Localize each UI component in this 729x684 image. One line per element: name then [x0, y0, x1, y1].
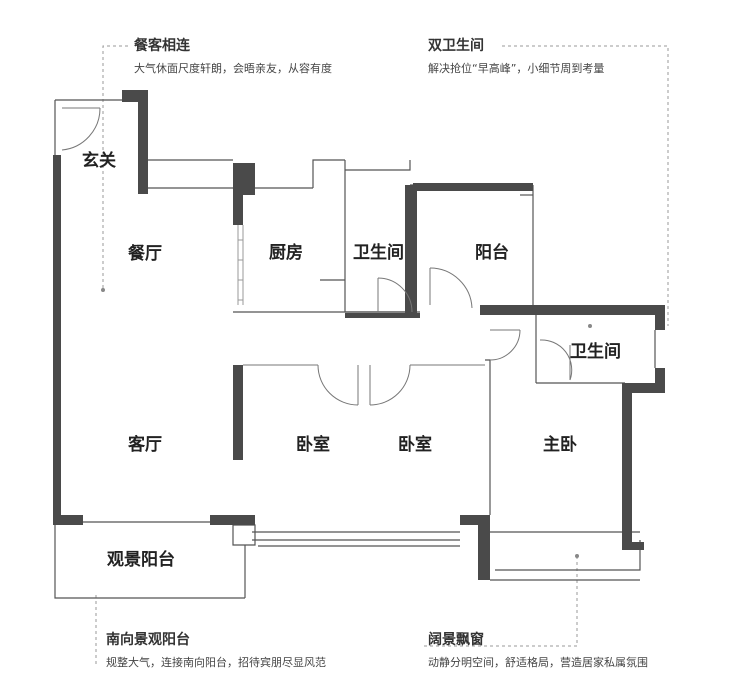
room-living-label: 客厅	[127, 434, 162, 455]
room-bath1-label: 卫生间	[353, 242, 404, 263]
anno-bath-title: 双卫生间	[428, 37, 484, 54]
kitchen-cabinet	[237, 225, 244, 305]
room-labels: 玄关 餐厅 厨房 卫生间 阳台 客厅 卧室 卧室 主卧 卫生间 观景阳台	[82, 150, 621, 570]
annotations: 餐客相连 大气休面尺度轩朗，会晤亲友，从容有度 双卫生间 解决抢位“早高峰”，小…	[106, 37, 648, 669]
room-bedroom1-label: 卧室	[296, 434, 330, 455]
room-foyer-label: 玄关	[82, 150, 116, 171]
anno-window-desc: 动静分明空间，舒适格局，营造居家私属氛围	[428, 655, 648, 669]
anno-dining-title: 餐客相连	[133, 37, 191, 54]
room-dining-label: 餐厅	[128, 243, 162, 264]
anno-dining-desc: 大气休面尺度轩朗，会晤亲友，从容有度	[134, 61, 332, 75]
anno-window-title: 阔景飘窗	[428, 631, 484, 648]
room-kitchen-label: 厨房	[269, 242, 303, 263]
anno-south-desc: 规整大气，连接南向阳台，招待宾朋尽显风范	[106, 655, 326, 669]
leader-dots	[101, 288, 592, 558]
room-balcony-label: 阳台	[475, 242, 509, 263]
room-bath2-label: 卫生间	[570, 341, 621, 362]
anno-south-title: 南向景观阳台	[106, 631, 190, 648]
leader-lines	[95, 45, 669, 664]
room-bedroom2-label: 卧室	[398, 434, 432, 455]
room-master-label: 主卧	[543, 434, 577, 455]
anno-bath-desc: 解决抢位“早高峰”，小细节周到考量	[428, 61, 604, 75]
thick-walls	[53, 90, 665, 580]
room-view-balcony-label: 观景阳台	[106, 549, 175, 570]
door-swings	[61, 107, 573, 406]
